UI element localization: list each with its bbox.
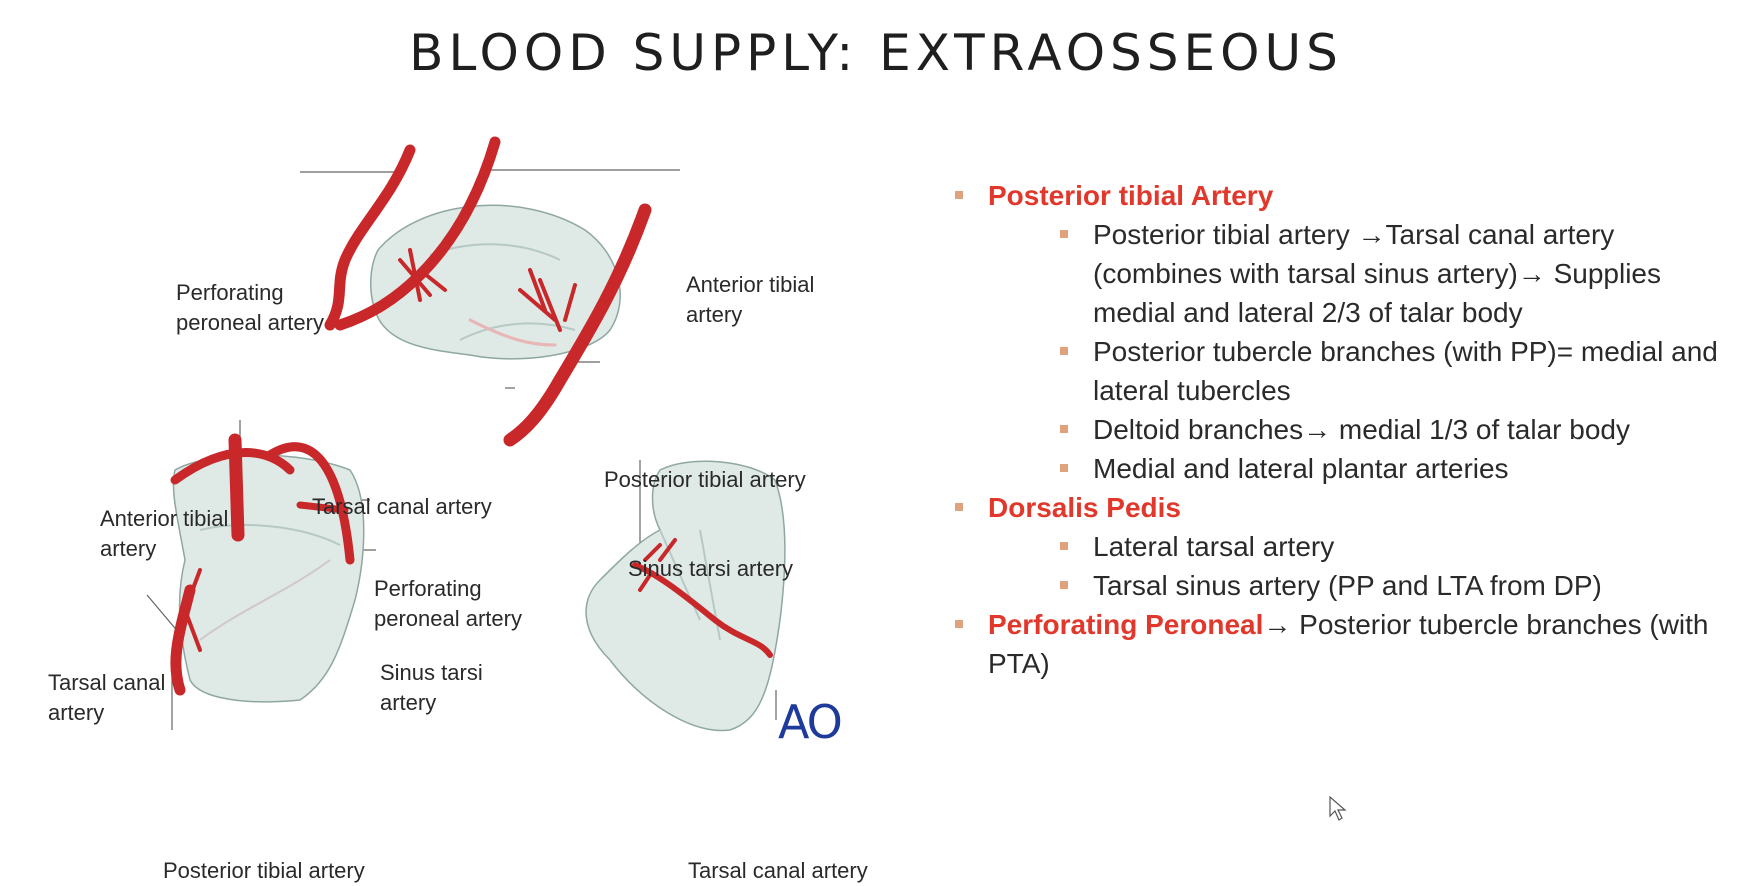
label-tarsal-canal-right: Tarsal canal artery [688,858,868,883]
label-perforating-peroneal-left: Perforating peroneal artery [374,576,522,631]
sub-bullet: Posterior tubercle branches (with PP)= m… [953,332,1733,410]
bullet-text-pp: → Posterior tubercle branches (with PTA) [988,609,1709,679]
label-anterior-tibial-left: Anterior tibial artery [100,506,229,561]
bullet-marker [1060,230,1068,238]
bullet-marker [955,620,963,628]
label-tarsal-canal-left: Tarsal canal artery [48,670,166,725]
sub-bullet: Lateral tarsal artery [953,527,1733,566]
bullet-list: Posterior tibial Artery Posterior tibial… [953,176,1733,683]
bullet-posterior-tibial: Posterior tibial Artery [953,176,1733,215]
anatomy-illustration [146,136,786,732]
label-sinus-tarsi-right: Sinus tarsi artery [628,556,794,581]
left-talus-illustration [170,433,365,703]
slide-title: BLOOD SUPPLY: EXTRAOSSEOUS [409,24,1343,82]
bullet-heading-pp: Perforating Peroneal [988,609,1264,640]
sub-bullet: Tarsal sinus artery (PP and LTA from DP) [953,566,1733,605]
bullet-marker [1060,542,1068,550]
bullet-dorsalis-pedis: Dorsalis Pedis [953,488,1733,527]
bullet-marker [955,191,963,199]
bullet-marker [1060,581,1068,589]
bullet-heading-pta: Posterior tibial Artery [988,180,1274,211]
label-tarsal-canal-top: Tarsal canal artery [312,494,492,519]
bullet-marker [1060,464,1068,472]
top-talus-illustration [324,136,652,447]
label-sinus-tarsi-left: Sinus tarsi artery [380,660,483,715]
bullet-marker [1060,425,1068,433]
bullet-marker [955,503,963,511]
label-posterior-tibial-top: Posterior tibial artery [604,467,806,492]
sub-bullet-text: Deltoid branches→ medial 1/3 of talar bo… [1093,414,1630,445]
sub-bullet-text: Posterior tubercle branches (with PP)= m… [1093,336,1718,406]
sub-bullet: Deltoid branches→ medial 1/3 of talar bo… [953,410,1733,449]
sub-bullet-text: Medial and lateral plantar arteries [1093,453,1509,484]
sub-bullet: Posterior tibial artery →Tarsal canal ar… [953,215,1733,332]
sub-bullet-text: Tarsal sinus artery (PP and LTA from DP) [1093,570,1602,601]
label-posterior-tibial-left: Posterior tibial artery [163,858,365,883]
sub-bullet: Medial and lateral plantar arteries [953,449,1733,488]
bullet-marker [1060,347,1068,355]
bullet-heading-dp: Dorsalis Pedis [988,492,1181,523]
ao-logo: AO [778,695,843,749]
right-talus-illustration [585,460,786,732]
bullet-perforating-peroneal: Perforating Peroneal→ Posterior tubercle… [953,605,1733,683]
talus-blood-supply-figure: Perforating peroneal artery Anterior tib… [0,120,940,883]
label-perforating-peroneal-top: Perforating peroneal artery [176,280,324,335]
sub-bullet-text: Lateral tarsal artery [1093,531,1335,562]
label-anterior-tibial-top: Anterior tibial artery [686,272,815,327]
sub-bullet-text: Posterior tibial artery →Tarsal canal ar… [1093,219,1661,328]
mouse-cursor-icon [1329,796,1347,821]
